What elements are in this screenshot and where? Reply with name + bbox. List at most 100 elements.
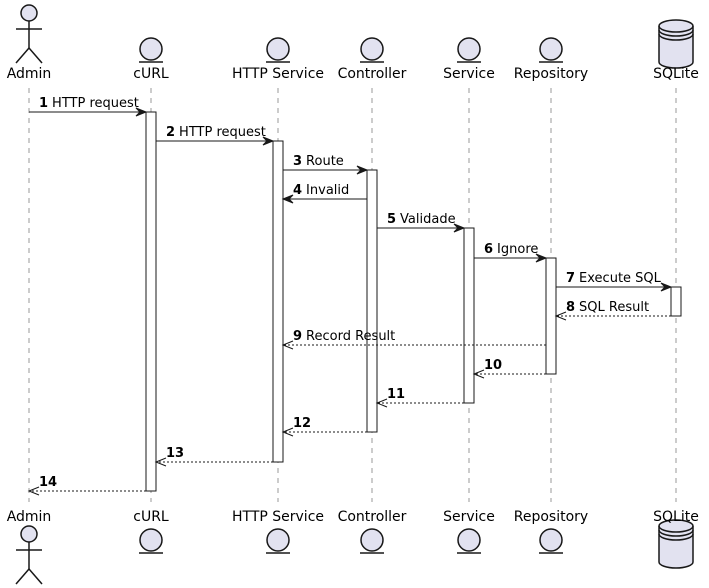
message-1: 1 HTTP request <box>29 96 148 117</box>
arrowhead <box>356 165 369 175</box>
participant-service-bottom: Service <box>443 509 495 554</box>
message-text: Record Result <box>306 329 395 344</box>
entity-icon <box>539 528 563 554</box>
message-label: 14 <box>39 475 57 490</box>
message-label: 10 <box>484 358 502 373</box>
entity-icon <box>139 37 163 63</box>
message-12: 12 <box>281 416 367 437</box>
arrowhead <box>554 311 567 321</box>
message-text: Route <box>306 154 344 169</box>
message-number: 6 <box>484 242 493 257</box>
message-label: 6 Ignore <box>484 242 538 257</box>
message-label: 3 Route <box>293 154 344 169</box>
message-number: 8 <box>566 300 575 315</box>
message-label: 2 HTTP request <box>166 125 266 140</box>
message-number: 12 <box>293 416 311 431</box>
entity-icon <box>139 528 163 554</box>
message-number: 2 <box>166 125 175 140</box>
database-icon <box>658 19 694 69</box>
entity-icon <box>360 37 384 63</box>
entity-icon <box>539 37 563 63</box>
participant-admin-bottom: Admin <box>7 509 51 585</box>
participant-repository-top: Repository <box>514 37 588 82</box>
message-6: 6 Ignore <box>474 242 548 263</box>
message-label: 11 <box>387 387 405 402</box>
message-number: 1 <box>39 96 48 111</box>
activation-curl <box>145 111 157 492</box>
message-label: 1 HTTP request <box>39 96 139 111</box>
participant-label: cURL <box>133 66 169 82</box>
participant-curl-top: cURL <box>133 37 169 82</box>
message-number: 3 <box>293 154 302 169</box>
participant-http-top: HTTP Service <box>232 37 324 82</box>
participant-sqlite-top: SQLite <box>653 19 699 82</box>
participant-label: SQLite <box>653 66 699 82</box>
message-number: 10 <box>484 358 502 373</box>
activation-repository <box>545 257 557 375</box>
message-number: 9 <box>293 329 302 344</box>
participant-sqlite-bottom: SQLite <box>653 509 699 569</box>
message-label: 13 <box>166 446 184 461</box>
arrowhead <box>154 457 167 467</box>
participant-admin-top: Admin <box>7 4 52 82</box>
participant-label: Repository <box>514 509 588 525</box>
participant-label: cURL <box>133 509 169 525</box>
activation-service <box>463 227 475 404</box>
arrowhead <box>660 282 673 292</box>
arrowhead <box>535 253 548 263</box>
message-10: 10 <box>472 358 546 379</box>
participant-controller-top: Controller <box>338 37 407 82</box>
message-text: SQL Result <box>579 300 649 315</box>
arrowhead <box>453 223 466 233</box>
participant-label: Repository <box>514 66 588 82</box>
participant-label: Controller <box>338 66 407 82</box>
arrowhead <box>135 107 148 117</box>
entity-icon <box>266 37 290 63</box>
participant-label: HTTP Service <box>232 509 324 525</box>
message-5: 5 Validade <box>377 212 466 233</box>
message-label: 5 Validade <box>387 212 456 227</box>
entity-icon <box>457 37 481 63</box>
activation-sqlite <box>670 286 682 317</box>
message-number: 5 <box>387 212 396 227</box>
message-11: 11 <box>375 387 464 408</box>
actor-icon <box>15 525 43 585</box>
participant-label: HTTP Service <box>232 66 324 82</box>
arrowhead <box>375 398 388 408</box>
participant-service-top: Service <box>443 37 495 82</box>
actor-icon <box>15 4 43 64</box>
participant-repository-bottom: Repository <box>514 509 588 554</box>
arrowhead <box>262 136 275 146</box>
entity-icon <box>457 528 481 554</box>
message-number: 13 <box>166 446 184 461</box>
arrowhead <box>472 369 485 379</box>
message-2: 2 HTTP request <box>156 125 275 146</box>
activation-http <box>272 140 284 463</box>
message-14: 14 <box>27 475 146 496</box>
message-3: 3 Route <box>283 154 369 175</box>
message-9: 9 Record Result <box>281 329 546 350</box>
participant-controller-bottom: Controller <box>338 509 407 554</box>
participant-label: Service <box>443 66 495 82</box>
participant-label: Controller <box>338 509 407 525</box>
message-text: Validade <box>400 212 456 227</box>
participant-label: Service <box>443 509 495 525</box>
participant-label: Admin <box>7 66 52 82</box>
message-13: 13 <box>154 446 273 467</box>
message-text: HTTP request <box>179 125 266 140</box>
entity-icon <box>360 528 384 554</box>
entity-icon <box>266 528 290 554</box>
message-text: HTTP request <box>52 96 139 111</box>
arrowhead <box>281 340 294 350</box>
participant-label: SQLite <box>653 509 699 525</box>
database-icon <box>658 519 694 569</box>
message-text: Ignore <box>497 242 538 257</box>
message-label: 8 SQL Result <box>566 300 649 315</box>
message-8: 8 SQL Result <box>554 300 671 321</box>
message-number: 11 <box>387 387 405 402</box>
